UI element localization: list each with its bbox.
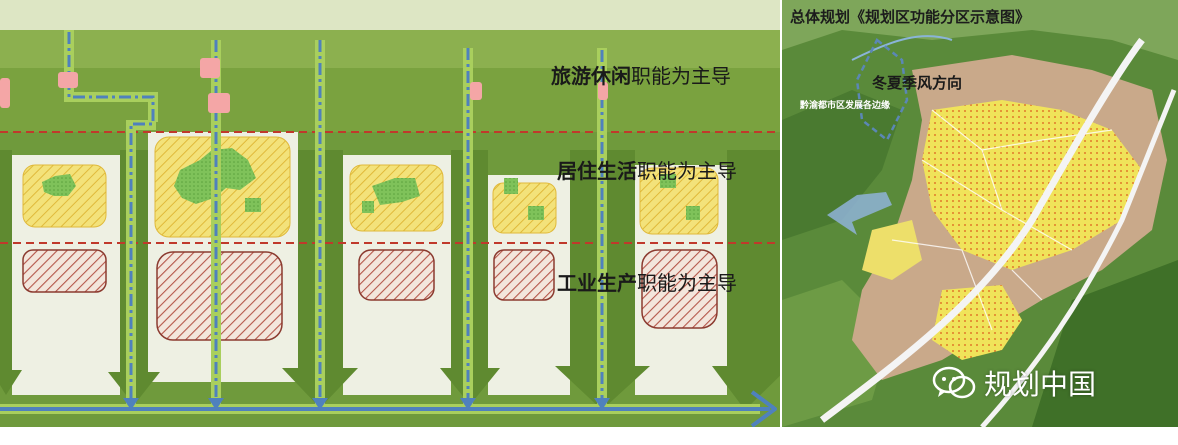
zone-label-tourism-rest: 职能为主导 [631, 64, 731, 88]
green-patch-4b [528, 206, 544, 220]
green-patch-3 [372, 178, 420, 205]
green-patch-5b [686, 206, 700, 220]
zone-label-residential: 居住生活职能为主导 [557, 155, 737, 184]
top-band [0, 0, 780, 30]
map-wind-arrow [827, 192, 892, 235]
industrial-area-3 [358, 249, 435, 301]
pink-node-4 [208, 93, 230, 113]
zone-label-industrial-bold: 工业生产 [557, 271, 637, 295]
zone-label-industrial: 工业生产职能为主导 [557, 267, 737, 296]
map-residential-core [922, 100, 1142, 270]
residential-area-4 [492, 182, 557, 234]
zone-label-industrial-rest: 职能为主导 [637, 271, 737, 295]
pink-node-5 [470, 82, 482, 100]
upper-strip [0, 30, 780, 68]
map-title: 总体规划《规划区功能分区示意图》 [790, 8, 1031, 26]
zone-label-residential-rest: 职能为主导 [637, 159, 737, 183]
bottom-down-arrowheads [123, 398, 610, 410]
green-patch-2b [245, 198, 261, 212]
planning-map: 总体规划《规划区功能分区示意图》 冬夏季风方向 黔渝都市区发展各边缘 规划中国 [782, 0, 1178, 427]
green-arrow-1 [0, 150, 22, 395]
green-arrow-6 [712, 150, 780, 410]
planning-map-graphic [782, 0, 1178, 427]
pink-node-3 [200, 58, 220, 78]
zone-label-tourism-bold: 旅游休闲 [551, 64, 631, 88]
map-wind-label: 冬夏季风方向 [872, 74, 963, 92]
wechat-icon [932, 366, 976, 399]
green-patch-4 [504, 178, 518, 194]
zone-label-tourism: 旅游休闲职能为主导 [551, 60, 731, 89]
bottom-arrow-head [750, 390, 777, 427]
bottom-white-strip [0, 427, 1178, 445]
pink-node-2 [58, 72, 78, 88]
watermark-text: 规划中国 [984, 368, 1097, 401]
pink-node-6 [598, 82, 608, 100]
watermark: 规划中国 [932, 363, 1096, 403]
green-patch-1 [42, 174, 76, 196]
green-patch-5 [660, 174, 676, 188]
map-highway [819, 37, 1145, 423]
functional-zone-diagram [0, 0, 780, 427]
map-district-label: 黔渝都市区发展各边缘 [800, 101, 891, 111]
pink-node-1 [0, 78, 10, 108]
industrial-area-5 [641, 249, 718, 329]
industrial-area-4 [493, 249, 555, 301]
green-patch-3b [362, 201, 374, 213]
map-districts [891, 109, 1113, 331]
zone-label-residential-bold: 居住生活 [557, 159, 637, 183]
industrial-area-1 [22, 249, 107, 293]
